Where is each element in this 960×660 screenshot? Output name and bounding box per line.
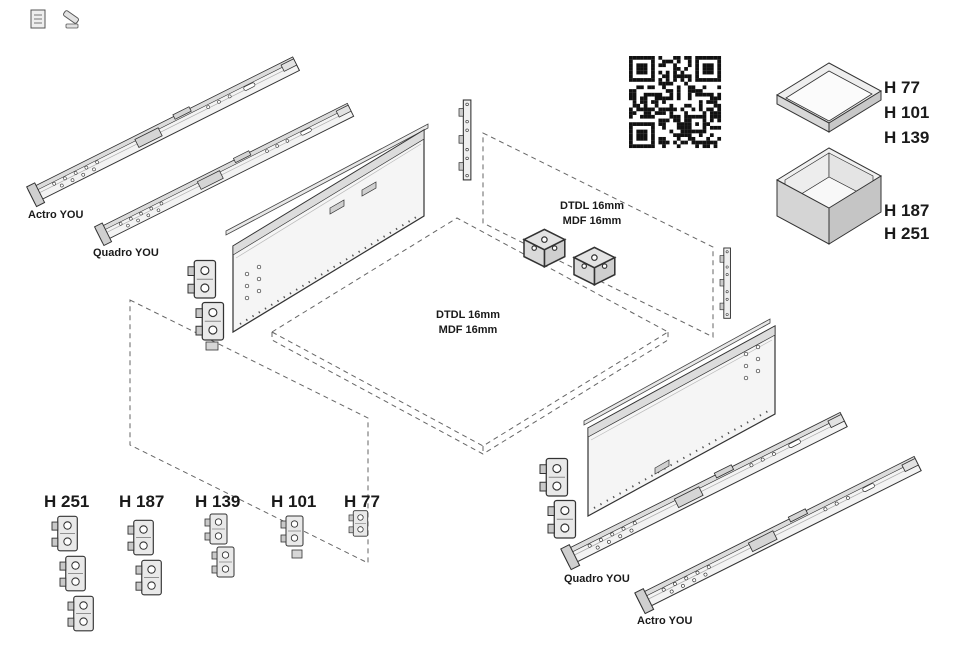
front-bracket-label-h77: H 77: [344, 492, 380, 511]
panel-hole-pattern-right: [743, 344, 761, 381]
drawer-box-shallow: [775, 62, 883, 133]
back-panel-corner-bracket-2: [573, 246, 616, 286]
railing-strip-left: [225, 123, 429, 236]
front-bracket-label-h187: H 187: [119, 492, 164, 511]
railing-strip-right: [583, 318, 771, 426]
front-bracket-label-h251: H 251: [44, 492, 89, 511]
drawer-box-deep: [775, 147, 883, 245]
bottom-panel-material-label-line2: MDF 16mm: [439, 324, 498, 336]
front-bracket-assembly-h101: [280, 515, 304, 559]
front-bracket-assembly-h139: [204, 513, 235, 578]
runner-actro-bottom: [634, 453, 924, 615]
height-label-h187: H 187: [884, 201, 929, 220]
back-panel-corner-bracket-1: [523, 228, 566, 268]
runner-actro-top-label: Actro YOU: [28, 209, 83, 221]
height-label-h77: H 77: [884, 78, 920, 97]
front-bracket-assembly-h187: [127, 519, 162, 596]
coupling-stack-right-panel: [539, 457, 577, 539]
height-label-h139: H 139: [884, 128, 929, 147]
back-panel-material-label-line1: DTDL 16mm: [560, 200, 624, 212]
runner-quadro-bottom-label: Quadro YOU: [564, 573, 630, 585]
qr-code: [629, 56, 722, 149]
coupling-stack-left-panel: [187, 259, 225, 351]
runner-actro-bottom-label: Actro YOU: [637, 615, 692, 627]
front-bracket-assembly-h77: [348, 510, 369, 537]
runner-quadro-top-label: Quadro YOU: [93, 247, 159, 259]
front-panel-dashed-outline: [129, 299, 369, 564]
drawer-side-panel-right: [587, 324, 776, 518]
back-panel-fixing-profile-left: [458, 99, 472, 181]
drawer-side-panel-left: [232, 128, 425, 334]
bottom-panel-material-label-line1: DTDL 16mm: [436, 309, 500, 321]
height-label-h251: H 251: [884, 224, 929, 243]
front-bracket-label-h101: H 101: [271, 492, 316, 511]
panel-hole-pattern-left: [244, 264, 262, 301]
front-bracket-label-h139: H 139: [195, 492, 240, 511]
runner-actro-top: [26, 53, 302, 208]
bottom-panel-dashed: DTDL 16mm MDF 16mm: [271, 217, 669, 455]
back-panel-dashed: DTDL 16mm MDF 16mm: [482, 132, 714, 338]
height-label-h101: H 101: [884, 103, 929, 122]
booklet-icon: [30, 9, 46, 29]
tools-icon: [63, 10, 79, 29]
front-bracket-assembly-h251: [51, 515, 94, 632]
back-panel-material-label-line2: MDF 16mm: [563, 215, 622, 227]
back-panel-fixing-profile-right: [719, 247, 731, 319]
